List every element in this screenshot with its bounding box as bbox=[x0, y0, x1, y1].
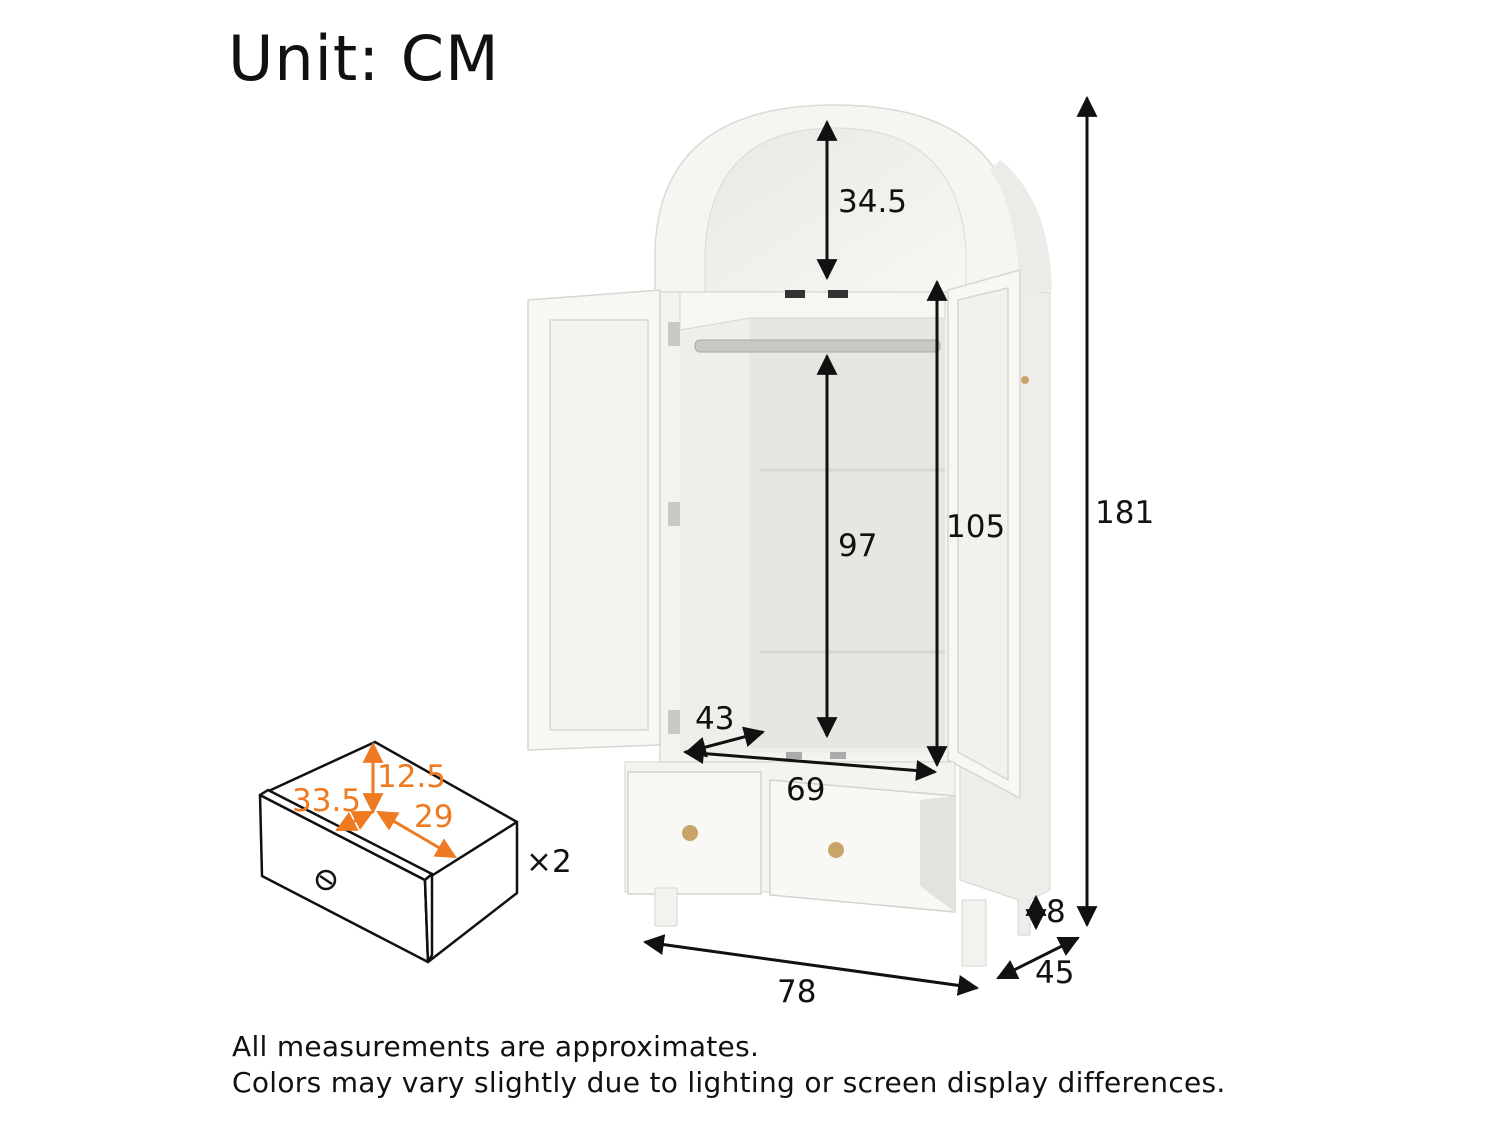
interior-depth-label: 43 bbox=[695, 701, 734, 737]
total-depth-label: 45 bbox=[1035, 955, 1074, 991]
total-width-label: 78 bbox=[777, 974, 816, 1010]
drawer-quantity-label: ×2 bbox=[526, 844, 572, 880]
drawer-width-label: 29 bbox=[414, 799, 453, 835]
interior-height-label: 105 bbox=[946, 509, 1005, 545]
wardrobe-illustration bbox=[527, 104, 1052, 967]
disclaimer-measurements: All measurements are approximates. bbox=[232, 1030, 760, 1063]
interior-width-label: 69 bbox=[786, 772, 825, 808]
arch-height-label: 34.5 bbox=[838, 184, 907, 220]
drawer-height-label: 12.5 bbox=[377, 759, 446, 795]
drawer-dimension-arrows bbox=[335, 741, 457, 859]
interior-width-arrow bbox=[682, 743, 938, 781]
drawer-depth-arrow bbox=[335, 810, 374, 832]
hanging-height-label: 97 bbox=[838, 528, 877, 564]
drawer-width-arrow bbox=[376, 810, 457, 859]
drawer-dimension-labels: 33.5 12.5 29 ×2 bbox=[292, 759, 572, 880]
disclaimer-colors: Colors may vary slightly due to lighting… bbox=[232, 1066, 1226, 1099]
dimension-labels: 34.5 97 105 181 43 69 78 45 8 bbox=[695, 184, 1154, 1010]
drawer-depth-label: 33.5 bbox=[292, 783, 361, 819]
leg-height-label: 8 bbox=[1046, 894, 1066, 930]
total-width-arrow bbox=[642, 934, 980, 996]
total-depth-arrow bbox=[996, 936, 1080, 980]
unit-label: Unit: CM bbox=[228, 22, 500, 95]
dimension-arrows bbox=[642, 95, 1098, 996]
total-height-label: 181 bbox=[1095, 495, 1154, 531]
